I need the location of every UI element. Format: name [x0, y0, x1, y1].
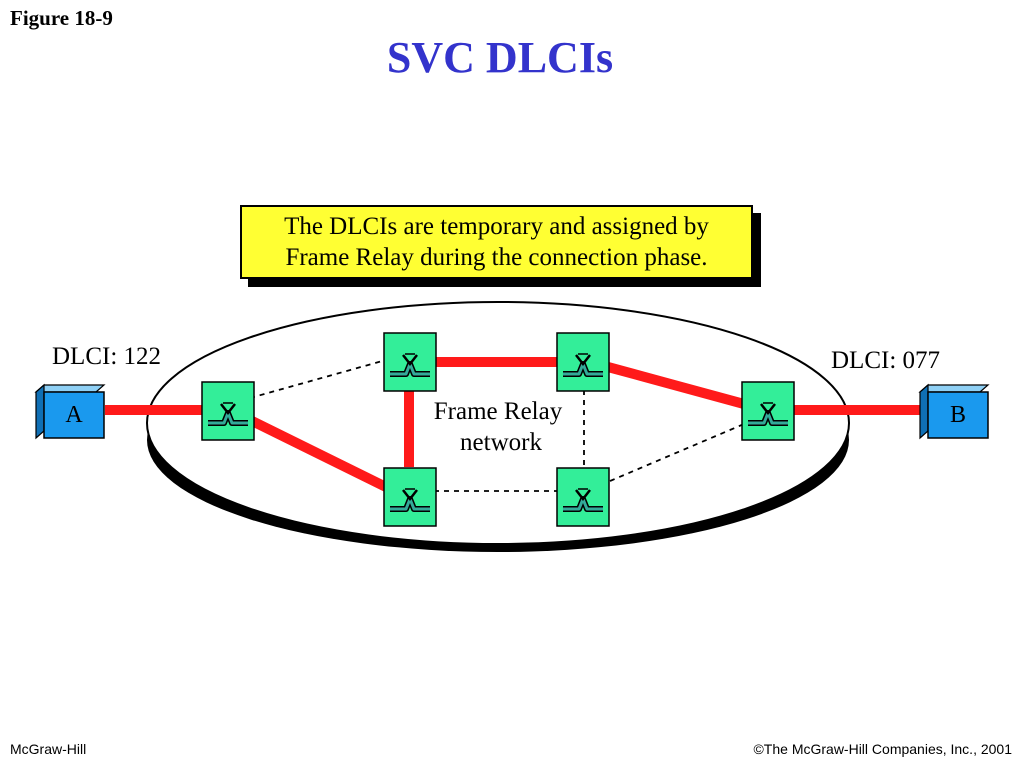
network-label-line2: network: [460, 429, 542, 456]
switch-1: [202, 382, 254, 440]
switch-5: [557, 468, 609, 526]
network-label-line1: Frame Relay: [434, 398, 563, 425]
figure-label: Figure 18-9: [10, 6, 113, 30]
switch-4: [384, 468, 436, 526]
endpoint-b: B: [918, 383, 990, 440]
active-virtual-circuit: [105, 357, 922, 493]
dlci-a-label: DLCI: 122: [52, 343, 161, 370]
switch-2: [384, 333, 436, 391]
note-box: The DLCIs are temporary and assigned by …: [240, 205, 753, 279]
switch-6: [742, 382, 794, 440]
dashed-link-4: [609, 423, 745, 482]
endpoint-a-label: A: [65, 402, 83, 428]
note-line-1: The DLCIs are temporary and assigned by: [284, 213, 709, 240]
active-link-4: [606, 362, 746, 409]
endpoint-b-label: B: [950, 402, 966, 428]
endpoint-a: A: [34, 383, 106, 440]
active-link-1: [247, 415, 391, 493]
slide-title: SVC DLCIs: [386, 33, 614, 82]
switch-3: [557, 333, 609, 391]
inactive-links: [249, 359, 745, 492]
footer-publisher: McGraw-Hill: [10, 741, 87, 757]
note-line-2: Frame Relay during the connection phase.: [285, 244, 708, 271]
dashed-link-1: [249, 359, 387, 399]
footer-copyright: ©The McGraw-Hill Companies, Inc., 2001: [753, 741, 1012, 757]
dlci-b-label: DLCI: 077: [831, 347, 940, 374]
